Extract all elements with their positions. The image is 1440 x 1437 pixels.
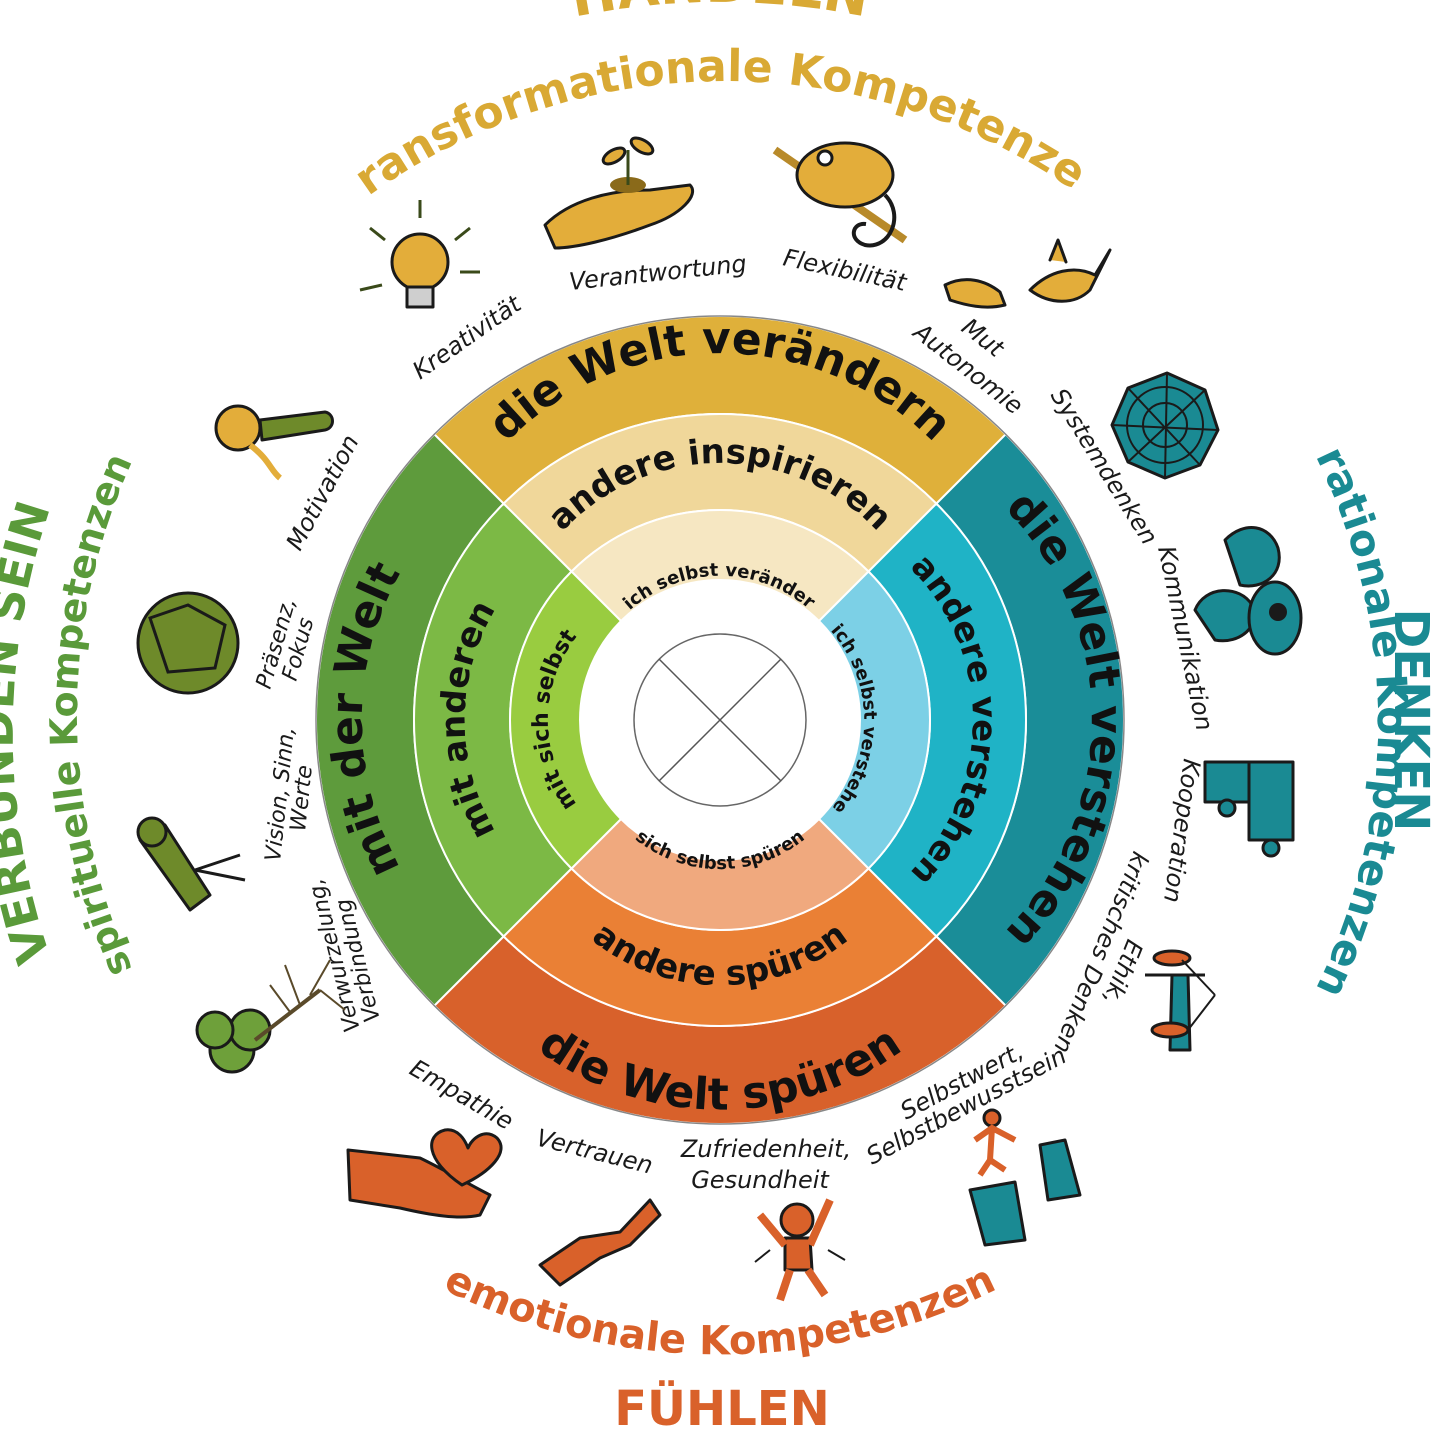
label-kommunikation: Kommunikation [1152, 543, 1218, 733]
label-flexibilitaet: Flexibilität [781, 243, 911, 297]
hand-with-sprout-icon [543, 136, 694, 250]
ball-icon [136, 591, 240, 695]
label-zufriedenheit: Zufriedenheit, [680, 1135, 851, 1163]
heading-denken: DENKEN [1383, 609, 1439, 832]
scales-icon [1145, 949, 1216, 1052]
jumping-person-icon [754, 1198, 846, 1302]
label-empathie: Empathie [405, 1054, 518, 1136]
tree-with-roots-icon [195, 959, 346, 1074]
label-motivation: Motivation [281, 430, 365, 555]
handshake-icon [538, 1198, 662, 1287]
heading-fuehlen: FÜHLEN [614, 1380, 829, 1437]
label-kooperation: Kooperation [1158, 757, 1206, 904]
puzzle-icon [1203, 760, 1295, 858]
sector-right-ring-2 [817, 570, 931, 870]
label-gesundheit: Gesundheit [691, 1166, 830, 1194]
leaping-figure-icon [968, 1108, 1082, 1247]
talking-heads-icon [1193, 526, 1303, 656]
center-circle [633, 633, 807, 807]
sector-left-ring-2 [509, 570, 623, 870]
wheel-outline [315, 315, 1125, 1125]
heading-fuehlen-sub: emotionale Kompetenzen [438, 1256, 1002, 1364]
spiderweb-icon [1110, 371, 1220, 480]
heading-handeln: HANDELN [566, 0, 875, 29]
label-vertrauen: Vertrauen [534, 1124, 656, 1180]
heading-verbunden-sub: spirituelle Kompetenzen [42, 447, 141, 983]
label-verantwortung: Verantwortung [568, 249, 748, 295]
lightbulb-icon [359, 200, 480, 309]
heading-denken-sub: rationale Kompetenzen [1306, 439, 1417, 1006]
competence-wheel [315, 315, 1125, 1125]
chameleon-icon [772, 141, 908, 248]
sector-top-ring-2 [570, 509, 870, 623]
telescope-icon [136, 816, 246, 912]
sector-bottom-ring-2 [570, 817, 870, 931]
hand-with-bird-icon [943, 238, 1112, 309]
magnifier-icon [214, 404, 334, 481]
hand-with-heart-icon [346, 1128, 503, 1219]
